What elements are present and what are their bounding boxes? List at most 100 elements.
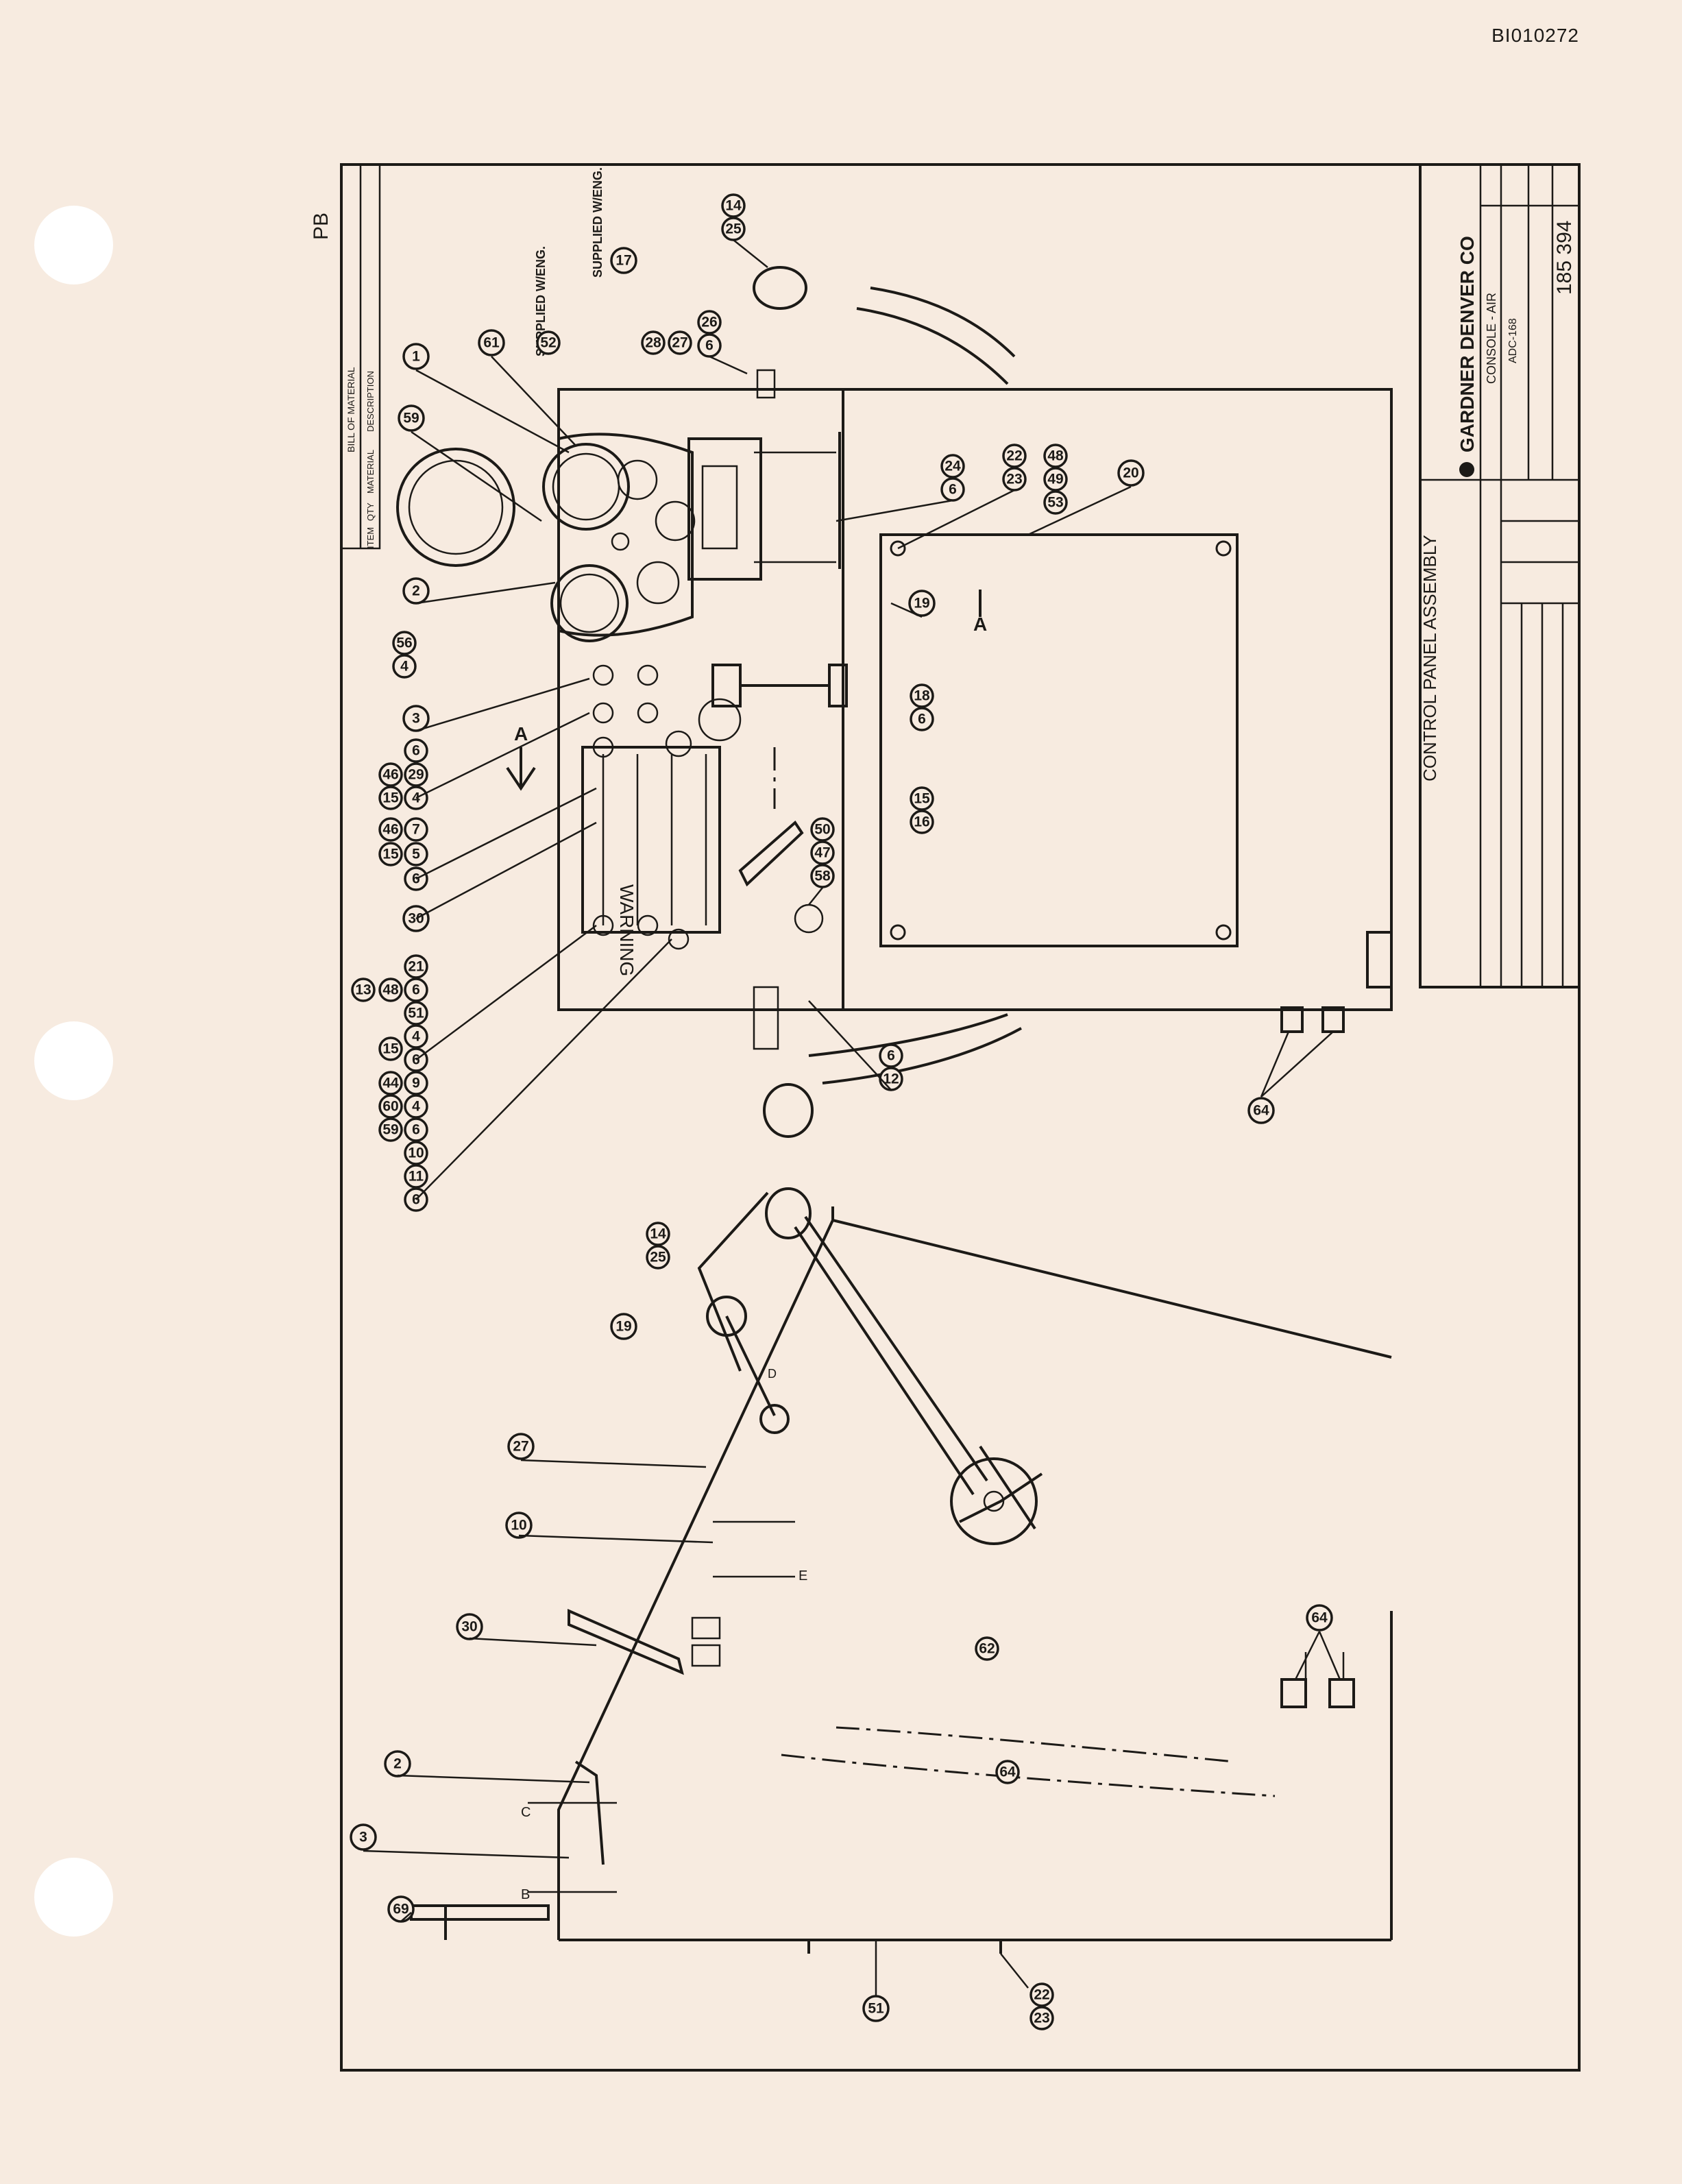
company-name: GARDNER DENVER CO: [1456, 236, 1478, 452]
svg-text:7: 7: [412, 822, 420, 838]
svg-text:23: 23: [1006, 472, 1022, 487]
svg-text:15: 15: [382, 790, 399, 806]
access-door: [879, 533, 1239, 947]
svg-text:23: 23: [1034, 2011, 1049, 2026]
svg-text:64: 64: [999, 1764, 1016, 1780]
bom-col-item: ITEM: [365, 527, 376, 548]
svg-text:59: 59: [382, 1122, 398, 1138]
svg-text:11: 11: [409, 1169, 424, 1185]
view-marker-side: A: [973, 614, 987, 635]
svg-text:19: 19: [914, 596, 929, 611]
svg-text:4: 4: [412, 1029, 420, 1045]
svg-text:9: 9: [412, 1076, 420, 1091]
svg-text:60: 60: [382, 1099, 398, 1115]
balloon-group-front-top: 14 25 26 6 27 28 52 1 61 17 59 2 56 4 3 …: [351, 193, 746, 1212]
lever-detail-d: D: [768, 1367, 777, 1381]
svg-text:3: 3: [412, 711, 420, 727]
svg-text:52: 52: [540, 335, 556, 351]
title-block: CONTROL PANEL ASSEMBLY GARDNER DENVER CO…: [1419, 163, 1581, 988]
bom-title: BILL OF MATERIAL: [345, 367, 356, 452]
svg-text:22: 22: [1006, 448, 1022, 464]
svg-text:27: 27: [672, 335, 687, 351]
svg-text:50: 50: [814, 822, 830, 838]
svg-text:51: 51: [408, 1006, 424, 1021]
svg-text:59: 59: [403, 411, 419, 426]
svg-text:48: 48: [382, 982, 399, 998]
svg-text:1: 1: [412, 349, 420, 365]
part-name: CONSOLE - AIR: [1485, 293, 1498, 384]
company-logo-icon: [1459, 462, 1474, 477]
svg-text:10: 10: [511, 1518, 526, 1533]
svg-text:24: 24: [944, 459, 961, 474]
svg-text:26: 26: [701, 315, 717, 330]
svg-text:14: 14: [650, 1226, 666, 1242]
binder-hole: [34, 206, 113, 284]
bom-col-description: DESCRIPTION: [365, 371, 376, 432]
svg-text:2: 2: [393, 1756, 402, 1772]
part-model: ADC-168: [1507, 318, 1519, 363]
svg-text:25: 25: [725, 221, 742, 237]
bom-col-material: MATERIAL: [365, 450, 376, 494]
svg-text:15: 15: [914, 791, 930, 807]
balloon-group-front-right: 24 6 22 23 48 49 53 20 19 18 6 15 16 50 …: [810, 444, 1275, 1124]
svg-text:6: 6: [412, 982, 420, 998]
svg-text:16: 16: [914, 814, 929, 830]
svg-text:6: 6: [949, 482, 957, 498]
svg-text:14: 14: [725, 198, 742, 214]
page-id: BI010272: [1491, 25, 1579, 46]
supplied-note-2: SUPPLIED W/ENG.: [591, 167, 605, 278]
svg-text:4: 4: [400, 659, 409, 675]
svg-text:56: 56: [396, 635, 412, 651]
svg-text:4: 4: [412, 1099, 420, 1115]
svg-text:51: 51: [868, 2001, 884, 2017]
svg-text:5: 5: [412, 847, 420, 862]
bill-of-material: BILL OF MATERIAL ITEM QTY MATERIAL DESCR…: [340, 163, 381, 550]
svg-text:27: 27: [513, 1439, 528, 1455]
view-marker-top: A: [514, 723, 528, 744]
svg-text:47: 47: [814, 845, 830, 861]
balloon-group-side: 14 25 19 27 10 30 2 3 69 51 22 23 62 64 …: [350, 1222, 1333, 2030]
svg-text:20: 20: [1123, 465, 1138, 481]
warning-label: WARNING: [616, 884, 637, 976]
section-c-label: C: [521, 1805, 531, 1820]
svg-text:22: 22: [1034, 1987, 1049, 2003]
svg-text:44: 44: [382, 1076, 399, 1091]
side-view: D C B E: [410, 1187, 1393, 1954]
svg-text:19: 19: [615, 1319, 631, 1335]
svg-text:25: 25: [650, 1250, 666, 1265]
console-side-outline: [557, 1218, 1392, 1940]
svg-text:6: 6: [412, 1122, 420, 1138]
svg-text:64: 64: [1311, 1610, 1328, 1626]
svg-text:13: 13: [355, 982, 371, 998]
svg-text:21: 21: [408, 959, 424, 975]
svg-text:69: 69: [393, 1902, 409, 1917]
svg-text:3: 3: [359, 1830, 367, 1845]
svg-text:6: 6: [412, 743, 420, 759]
svg-text:15: 15: [382, 1041, 399, 1057]
section-b-label: B: [521, 1887, 530, 1902]
svg-text:17: 17: [615, 253, 631, 269]
drawing-border: [340, 163, 1581, 2072]
svg-text:15: 15: [382, 847, 399, 862]
svg-text:62: 62: [979, 1641, 995, 1657]
front-view: WARNING A A SUPPLIED W/ENG. SUPPLIED W/E…: [396, 167, 1393, 1138]
supplied-note-1: SUPPLIED W/ENG.: [534, 246, 548, 356]
svg-text:12: 12: [883, 1071, 899, 1087]
svg-text:53: 53: [1047, 495, 1063, 511]
svg-text:6: 6: [705, 338, 714, 354]
section-e-label: E: [799, 1568, 807, 1584]
binder-hole: [34, 1021, 113, 1100]
bom-col-qty: QTY: [365, 502, 376, 521]
binder-hole: [34, 1858, 113, 1937]
drawing-number: 185 394: [1553, 221, 1576, 295]
svg-text:10: 10: [408, 1145, 424, 1161]
svg-text:28: 28: [645, 335, 661, 351]
leader-lines: [363, 239, 1341, 1996]
drawing-title: CONTROL PANEL ASSEMBLY: [1419, 535, 1440, 781]
svg-text:29: 29: [408, 767, 424, 783]
console-outline: [557, 388, 1393, 1011]
warning-panel: [581, 746, 721, 934]
svg-text:64: 64: [1253, 1103, 1269, 1119]
svg-text:46: 46: [382, 822, 398, 838]
